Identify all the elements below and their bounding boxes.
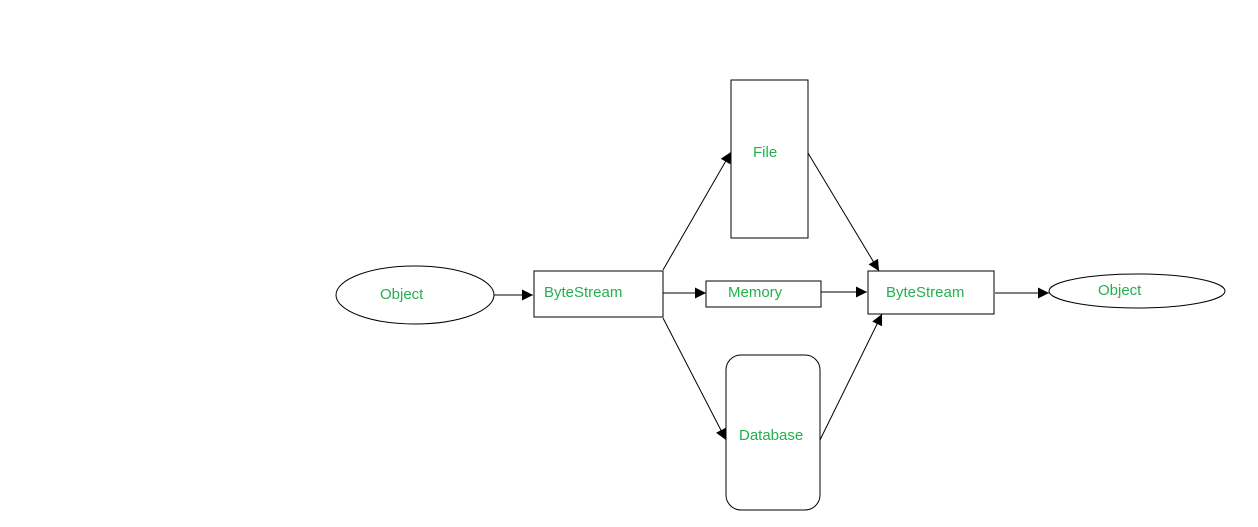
node-file: File <box>730 79 809 239</box>
edge-bytestream-to-file <box>662 151 732 271</box>
file-label: File <box>753 144 777 161</box>
object-ellipse <box>335 265 495 325</box>
node-bytestream-in: ByteStream <box>533 270 664 318</box>
bytestream-in-box <box>533 270 664 318</box>
edge-file-to-bytestream <box>807 152 880 272</box>
bytestream-out-box <box>867 270 995 315</box>
node-object-out: Object <box>1048 273 1226 309</box>
node-memory: Memory <box>705 280 822 308</box>
node-database: Database <box>725 354 821 511</box>
object-in-label: Object <box>380 286 424 303</box>
edges <box>494 151 1049 441</box>
edge-database-to-bytestream <box>819 313 883 441</box>
node-object-in: Object <box>335 265 495 325</box>
edge-bytestream-to-database <box>662 317 727 441</box>
memory-label: Memory <box>728 284 783 301</box>
object-out-ellipse <box>1048 273 1226 309</box>
file-box <box>730 79 809 239</box>
object-out-label: Object <box>1098 282 1142 299</box>
bytestream-out-label: ByteStream <box>886 284 964 301</box>
bytestream-in-label: ByteStream <box>544 284 622 301</box>
node-bytestream-out: ByteStream <box>867 270 995 315</box>
memory-box <box>705 280 822 308</box>
database-box <box>725 354 821 511</box>
database-label: Database <box>739 427 803 444</box>
